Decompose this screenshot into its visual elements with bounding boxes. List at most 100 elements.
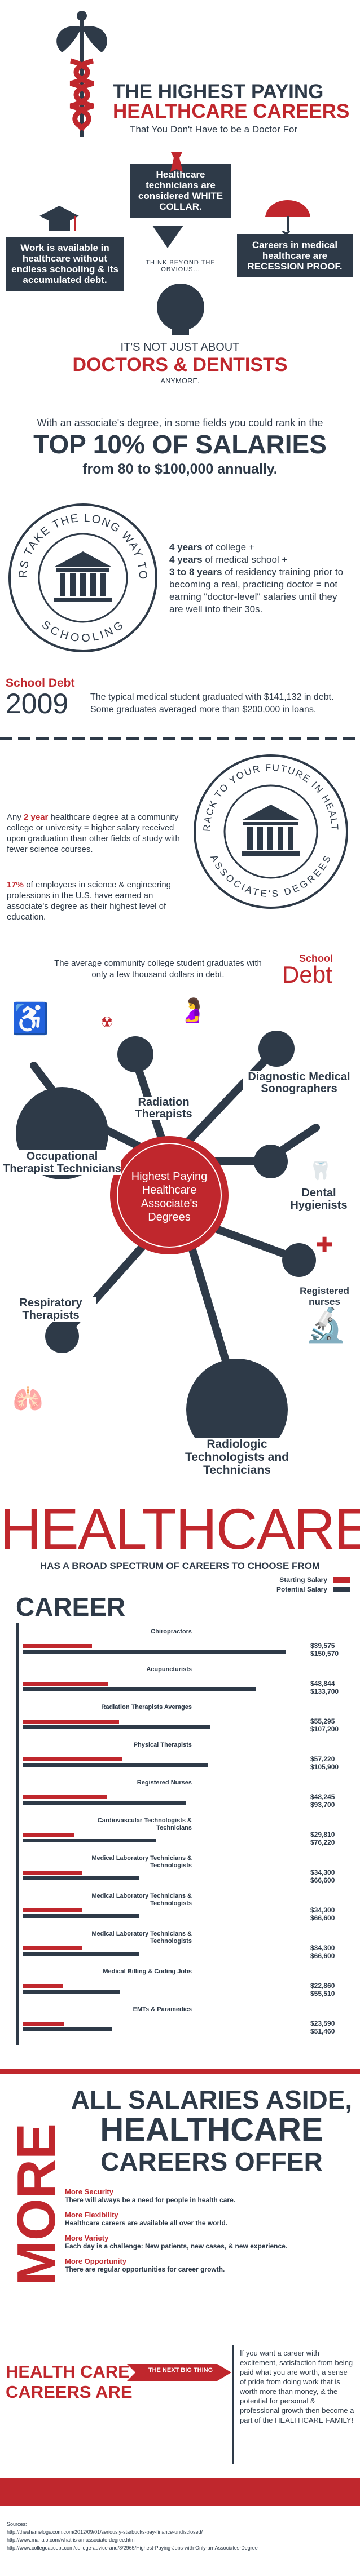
page-subtitle: That You Don't Have to be a Doctor For bbox=[130, 124, 298, 135]
career-label: Chiropractors bbox=[151, 1628, 192, 1635]
nurses-node bbox=[282, 1243, 316, 1277]
fasttrack-p1-b: 2 year bbox=[24, 812, 49, 822]
potential-salary-bar bbox=[23, 1839, 156, 1842]
potential-salary-value: $66,600 bbox=[310, 1914, 335, 1922]
career-label: Medical Laboratory Technicians & Technol… bbox=[91, 1855, 192, 1869]
radiologic-node bbox=[186, 1359, 288, 1460]
tooth-icon: 🦷 bbox=[309, 1160, 332, 1181]
respiratory-label: Respiratory Therapists bbox=[6, 1297, 96, 1322]
doctors-section: DOCTORS TAKE THE LONG WAY TO WORK SCHOOL… bbox=[0, 502, 360, 677]
chart-axis bbox=[16, 1623, 19, 2045]
potential-salary-value: $51,460 bbox=[310, 2027, 335, 2035]
graduation-cap-icon bbox=[39, 206, 79, 231]
starting-salary-value: $39,575 bbox=[310, 1642, 335, 1650]
career-label: Physical Therapists bbox=[133, 1742, 192, 1748]
fasttrack-paragraph-2: 17% of employees in science & engineerin… bbox=[7, 880, 182, 922]
legend-potential-label: Potential Salary bbox=[276, 1585, 327, 1593]
more-top-rule bbox=[0, 2069, 360, 2074]
more-item-title: More Flexibility bbox=[65, 2211, 118, 2219]
fasttrack-ring-bottom-text: ASSOCIATE'S DEGREES bbox=[208, 853, 332, 899]
years-college-label: of college + bbox=[202, 542, 254, 553]
potential-salary-value: $55,510 bbox=[310, 1990, 335, 1998]
starting-salary-value: $34,300 bbox=[310, 1868, 335, 1876]
potential-salary-bar bbox=[23, 1763, 208, 1767]
starting-salary-value: $34,300 bbox=[310, 1906, 335, 1914]
years-res-label: of residency training prior to becoming … bbox=[169, 567, 344, 615]
recession-bubble: Careers in medical healthcare are RECESS… bbox=[237, 234, 353, 277]
starting-salary-bar bbox=[23, 1984, 63, 1988]
career-label: Cardiovascular Technologists & Technicia… bbox=[97, 1817, 192, 1831]
career-label: Medical Laboratory Technicians & Technol… bbox=[91, 1930, 192, 1945]
starting-salary-value: $34,300 bbox=[310, 1944, 335, 1952]
starting-salary-bar bbox=[23, 1795, 107, 1799]
more-item: More Flexibility Healthcare careers are … bbox=[65, 2211, 353, 2227]
more-item-title: More Opportunity bbox=[65, 2257, 127, 2265]
fasttrack-p2-a: 17% bbox=[7, 880, 24, 890]
top10-line2: TOP 10% OF SALARIES bbox=[33, 430, 327, 459]
starting-salary-value: $57,220 bbox=[310, 1755, 335, 1763]
potential-salary-bar bbox=[23, 1801, 187, 1805]
career-label: Radiation Therapists Averages bbox=[101, 1704, 192, 1711]
header-section: THE HIGHEST PAYING HEALTHCARE CAREERS Th… bbox=[0, 0, 360, 147]
diagnostic-label: Diagnostic Medical Sonographers bbox=[243, 1071, 355, 1095]
more-line3: CAREERS OFFER bbox=[100, 2147, 323, 2176]
potential-salary-value: $133,700 bbox=[310, 1687, 339, 1695]
head-silhouette-icon bbox=[157, 284, 204, 335]
potential-salary-bar bbox=[23, 1725, 210, 1729]
potential-salary-value: $150,570 bbox=[310, 1650, 339, 1658]
healthcare-heading: HEALTHCARE bbox=[0, 1497, 360, 1561]
starting-salary-value: $48,844 bbox=[310, 1680, 335, 1687]
source-1: http://theshamelogs.com.com/2012/09/01/s… bbox=[7, 2529, 203, 2535]
potential-salary-value: $76,220 bbox=[310, 1839, 335, 1846]
pointer-icon bbox=[152, 226, 183, 248]
potential-salary-bar bbox=[23, 1990, 120, 1994]
debt-year: 2009 bbox=[6, 688, 69, 719]
sources-label: Sources: bbox=[7, 2521, 27, 2527]
legend-start-label: Starting Salary bbox=[279, 1576, 327, 1584]
fasttrack-p2-b: of employees in science & engineering pr… bbox=[7, 880, 172, 922]
fasttrack-section: FAST TRACK TO YOUR FUTURE IN HEALTHCARE … bbox=[0, 727, 360, 953]
career-label: Medical Billing & Coding Jobs bbox=[103, 1968, 192, 1975]
nurse-icon: ✚ bbox=[316, 1233, 333, 1256]
not-just-line1: IT'S NOT JUST ABOUT bbox=[120, 341, 240, 354]
school-debt-label: School Debt bbox=[6, 677, 75, 690]
more-line1: ALL SALARIES ASIDE, bbox=[71, 2085, 353, 2114]
tree-diagram bbox=[16, 1031, 320, 1460]
tree-section: ♿ ☢ 🤰 🦷 ✚ 🫁 🔬 Radiation Therapists Diagn… bbox=[0, 992, 360, 1483]
more-item: More Variety Each day is a challenge: Ne… bbox=[65, 2234, 353, 2250]
top10-section: With an associate's degree, in some fiel… bbox=[0, 417, 360, 502]
more-item-text: Each day is a challenge: New patients, n… bbox=[65, 2242, 288, 2250]
starting-salary-value: $29,810 bbox=[310, 1831, 335, 1839]
potential-salary-value: $107,200 bbox=[310, 1725, 339, 1733]
career-label: Medical Laboratory Technicians & Technol… bbox=[91, 1893, 192, 1907]
next-line2: CAREERS ARE bbox=[6, 2382, 133, 2402]
white-collar-bubble: Healthcare technicians are considered WH… bbox=[130, 164, 231, 218]
next-arrow-text: THE NEXT BIG THING bbox=[148, 2367, 213, 2374]
starting-salary-bar bbox=[23, 1682, 108, 1686]
starting-salary-bar bbox=[23, 2022, 64, 2026]
potential-salary-bar bbox=[23, 2027, 113, 2031]
potential-salary-bar bbox=[23, 1952, 139, 1956]
starting-salary-bar bbox=[23, 1757, 123, 1761]
debt-line2: Some graduates averaged more than $200,0… bbox=[90, 705, 317, 714]
years-med-value: 4 years bbox=[169, 554, 203, 565]
more-item: More Security There will always be a nee… bbox=[65, 2188, 353, 2204]
legend-potential-swatch bbox=[333, 1587, 350, 1592]
radiologic-label: Radiologic Technologists and Technicians bbox=[169, 1438, 305, 1477]
tree-center-label: Highest Paying Healthcare Associate's De… bbox=[131, 1170, 208, 1223]
wheelchair-icon: ♿ bbox=[11, 1002, 50, 1036]
starting-salary-value: $55,295 bbox=[310, 1717, 335, 1725]
top10-line3: from 80 to $100,000 annually. bbox=[82, 461, 278, 477]
potential-salary-bar bbox=[23, 1876, 139, 1880]
next-divider bbox=[232, 2345, 234, 2464]
respiratory-node bbox=[45, 1319, 79, 1353]
next-arrow-graphic bbox=[127, 2364, 231, 2381]
starting-salary-value: $48,245 bbox=[310, 1793, 335, 1801]
more-line2: HEALTHCARE bbox=[100, 2111, 323, 2148]
starting-salary-bar bbox=[23, 1871, 83, 1875]
career-heading: CAREER bbox=[16, 1592, 126, 1621]
more-item-title: More Security bbox=[65, 2188, 113, 2196]
more-item-text: There are regular opportunities for care… bbox=[65, 2265, 225, 2273]
community-line1: The average community college student gr… bbox=[54, 958, 262, 968]
